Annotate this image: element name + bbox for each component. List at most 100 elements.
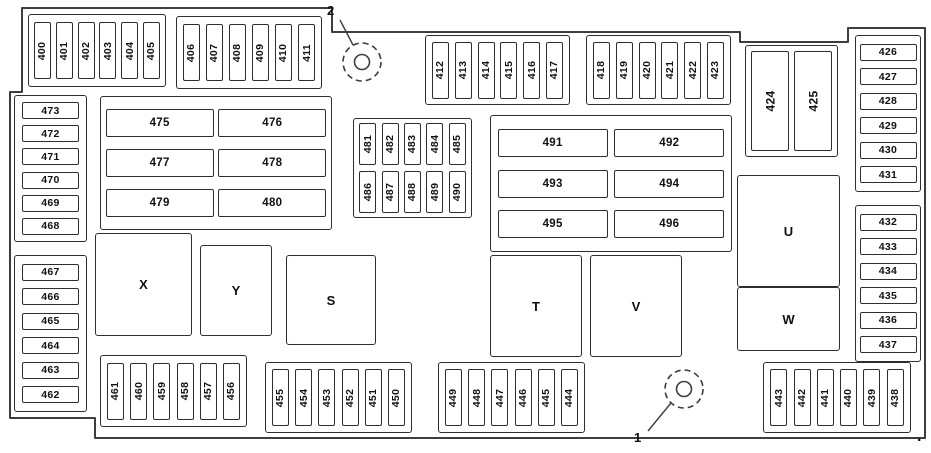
fuse-label: 440: [842, 388, 855, 407]
fuse-label: 496: [659, 218, 680, 231]
fuse-label: 494: [659, 177, 680, 190]
fuse-415: 415: [500, 41, 518, 99]
fuse-label: 423: [709, 60, 722, 80]
fuse-463: 463: [22, 361, 79, 379]
relay-V: V: [590, 255, 682, 357]
fuse-label: 492: [659, 136, 680, 149]
fuse-480: 480: [218, 189, 327, 217]
fuse-label: 428: [878, 95, 898, 108]
fuse-489: 489: [426, 171, 444, 213]
fuse-436: 436: [859, 311, 917, 329]
fuse-488: 488: [403, 171, 421, 213]
relay-Y: Y: [200, 245, 272, 336]
fuse-425: 425: [794, 51, 832, 151]
fuse-label: 419: [618, 60, 631, 80]
fuse-label: 414: [480, 60, 493, 80]
fuse-label: 459: [155, 381, 168, 401]
fuse-label: 418: [595, 60, 608, 80]
fuse-408: 408: [229, 24, 246, 81]
fuse-450: 450: [387, 369, 405, 426]
fuse-460: 460: [130, 362, 148, 420]
bolt-marker-2-center: [353, 53, 371, 71]
relay-W: W: [737, 287, 840, 351]
fuse-label: 465: [41, 315, 60, 328]
bolt-marker-1-center: [675, 380, 693, 398]
fuse-label: 426: [878, 46, 898, 59]
fuse-label: 425: [805, 90, 820, 112]
relay-X-label: X: [139, 277, 148, 292]
fuse-472: 472: [22, 125, 79, 143]
fuse-label: 445: [540, 388, 553, 407]
fuse-456: 456: [222, 362, 240, 420]
fuse-label: 416: [525, 60, 538, 80]
fuse-426: 426: [859, 43, 917, 61]
fuse-420: 420: [638, 41, 656, 99]
fuse-435: 435: [859, 287, 917, 305]
fuse-label: 452: [344, 388, 357, 407]
fuse-label: 481: [361, 134, 374, 154]
fuse-label: 483: [406, 134, 419, 154]
fuse-468: 468: [22, 217, 79, 235]
fuse-481: 481: [359, 123, 377, 165]
fuse-label: 420: [641, 60, 654, 80]
fuse-443: 443: [770, 369, 788, 426]
fuse-label: 446: [517, 388, 530, 407]
marker-label-1: 1: [634, 430, 642, 445]
fuse-417: 417: [546, 41, 564, 99]
fuse-label: 439: [865, 388, 878, 407]
fuse-label: 408: [231, 43, 244, 62]
fuse-410: 410: [275, 24, 292, 81]
fuse-label: 468: [41, 220, 60, 233]
fuse-label: 438: [889, 388, 902, 407]
fuse-label: 455: [274, 388, 287, 407]
fuse-401: 401: [55, 22, 73, 79]
marker-1-leader-line: [647, 402, 672, 432]
relay-W-label: W: [782, 311, 795, 327]
marker-2-leader-line: [339, 19, 354, 46]
fuse-label: 464: [41, 339, 60, 352]
fuse-473: 473: [22, 102, 79, 120]
fuse-458: 458: [176, 362, 194, 420]
stray-dot: .: [917, 428, 922, 445]
fuse-464: 464: [22, 337, 79, 355]
fuse-label: 466: [41, 290, 60, 303]
fuse-label: 480: [262, 197, 283, 209]
fuse-485: 485: [448, 123, 466, 165]
fuse-box-outline: [9, 7, 926, 439]
fuse-475: 475: [105, 109, 214, 137]
fuse-label: 482: [384, 134, 397, 154]
fuse-label: 476: [262, 117, 283, 129]
fuse-476: 476: [218, 109, 327, 137]
fuse-label: 471: [41, 150, 60, 163]
relay-T-label: T: [532, 298, 540, 314]
fuse-label: 461: [109, 381, 122, 401]
fuse-label: 406: [185, 43, 198, 62]
fuse-label: 454: [297, 388, 310, 407]
fuse-461: 461: [107, 362, 125, 420]
fuse-label: 448: [470, 388, 483, 407]
fuse-493: 493: [497, 169, 608, 198]
fuse-453: 453: [318, 369, 336, 426]
fuse-477: 477: [105, 149, 214, 177]
fuse-label: 478: [262, 157, 283, 169]
fuse-431: 431: [859, 166, 917, 184]
fuse-label: 415: [502, 60, 515, 80]
fuse-label: 470: [41, 174, 60, 187]
fuse-label: 432: [878, 216, 898, 229]
fuse-448: 448: [468, 369, 486, 426]
fuse-494: 494: [614, 169, 725, 198]
fuse-414: 414: [477, 41, 495, 99]
fuse-487: 487: [381, 171, 399, 213]
fuse-449: 449: [445, 369, 463, 426]
fuse-label: 417: [548, 60, 561, 80]
fuse-412: 412: [431, 41, 449, 99]
fuse-470: 470: [22, 171, 79, 189]
